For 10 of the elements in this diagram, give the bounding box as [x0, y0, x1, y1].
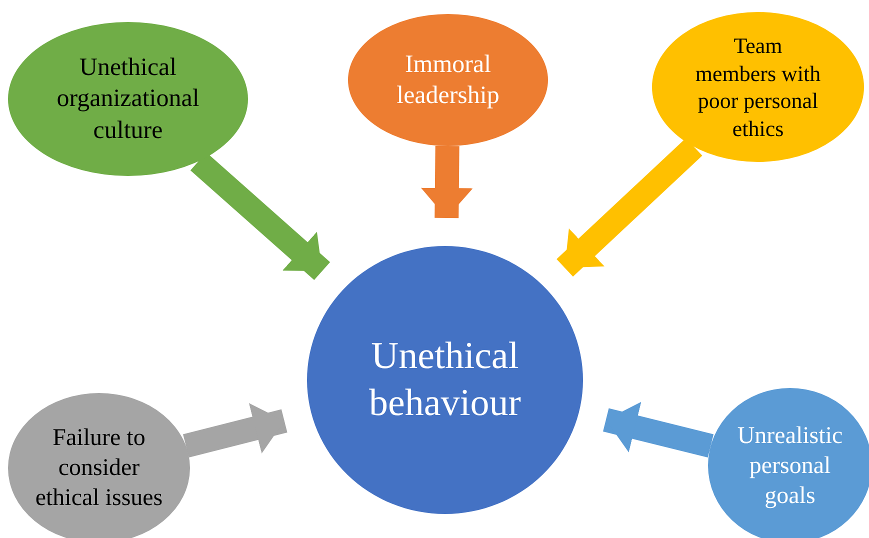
node-label: Immoral leadership — [396, 50, 500, 111]
node-label: Failure to consider ethical issues — [34, 424, 164, 513]
node-label: Unethical organizational culture — [56, 53, 200, 146]
node-label: Team members with poor personal ethics — [694, 32, 822, 142]
block-arrow — [182, 403, 288, 458]
block-arrow — [420, 146, 473, 218]
block-arrow — [603, 402, 714, 458]
node-label: Unethical behaviour — [368, 334, 522, 426]
node-label: Unrealistic personal goals — [736, 422, 844, 510]
block-arrow — [556, 138, 702, 277]
